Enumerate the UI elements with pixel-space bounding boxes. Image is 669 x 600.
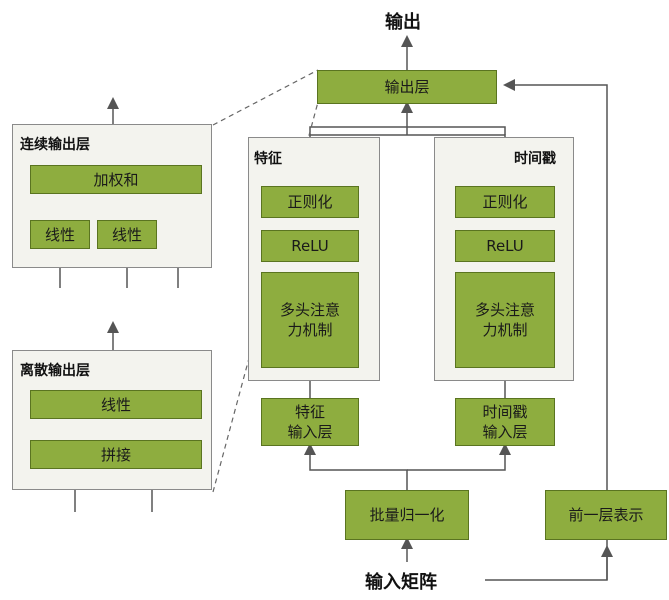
input-matrix-label: 输入矩阵 xyxy=(365,572,437,593)
weighted-sum-box: 加权和 xyxy=(30,165,202,194)
feature-input-line2: 输入层 xyxy=(287,423,333,441)
continuous-panel-title: 连续输出层 xyxy=(20,137,90,153)
feature-input-box: 特征 输入层 xyxy=(261,398,359,446)
arrow-bn-to-time xyxy=(407,443,511,471)
weighted-sum-label: 加权和 xyxy=(93,170,139,189)
output-label: 输出 xyxy=(385,12,421,33)
prev-layer-label: 前一层表示 xyxy=(568,506,644,524)
prev-layer-box: 前一层表示 xyxy=(545,490,667,540)
feature-attention-line1: 多头注意 xyxy=(279,301,340,319)
time-attention-line1: 多头注意 xyxy=(474,301,535,319)
feature-relu-label: ReLU xyxy=(291,237,329,255)
merge-line-2 xyxy=(309,126,506,135)
feature-input-line1: 特征 xyxy=(294,403,325,421)
disc-linear-box: 线性 xyxy=(30,390,202,419)
feature-panel-title: 特征 xyxy=(254,151,282,167)
concat-label: 拼接 xyxy=(100,445,131,464)
time-relu-box: ReLU xyxy=(455,230,555,262)
cont-linear-a-box: 线性 xyxy=(30,220,90,249)
cont-linear-b-label: 线性 xyxy=(111,225,142,244)
time-input-line2: 输入层 xyxy=(482,423,528,441)
time-panel-title: 时间戳 xyxy=(514,151,556,167)
output-layer-label: 输出层 xyxy=(384,78,430,96)
disc-linear-label: 线性 xyxy=(100,395,131,414)
time-normalize-label: 正则化 xyxy=(482,193,528,211)
feature-normalize-box: 正则化 xyxy=(261,186,359,218)
time-attention-line2: 力机制 xyxy=(482,321,528,339)
time-input-box: 时间戳 输入层 xyxy=(455,398,555,446)
discrete-panel-title: 离散输出层 xyxy=(20,363,90,379)
cont-linear-b-box: 线性 xyxy=(97,220,157,249)
zoom-line-top xyxy=(212,69,319,126)
cont-linear-a-label: 线性 xyxy=(44,225,75,244)
concat-box: 拼接 xyxy=(30,440,202,469)
batch-norm-label: 批量归一化 xyxy=(369,506,445,524)
feature-normalize-label: 正则化 xyxy=(287,193,333,211)
feature-attention-box: 多头注意 力机制 xyxy=(261,272,359,368)
time-normalize-box: 正则化 xyxy=(455,186,555,218)
arrow-bn-to-feature xyxy=(304,443,408,490)
feature-attention-line2: 力机制 xyxy=(287,321,333,339)
time-attention-box: 多头注意 力机制 xyxy=(455,272,555,368)
feature-relu-box: ReLU xyxy=(261,230,359,262)
batch-norm-box: 批量归一化 xyxy=(345,490,469,540)
output-layer-box: 输出层 xyxy=(317,70,497,104)
time-relu-label: ReLU xyxy=(486,237,524,255)
time-input-line1: 时间戳 xyxy=(482,403,528,421)
